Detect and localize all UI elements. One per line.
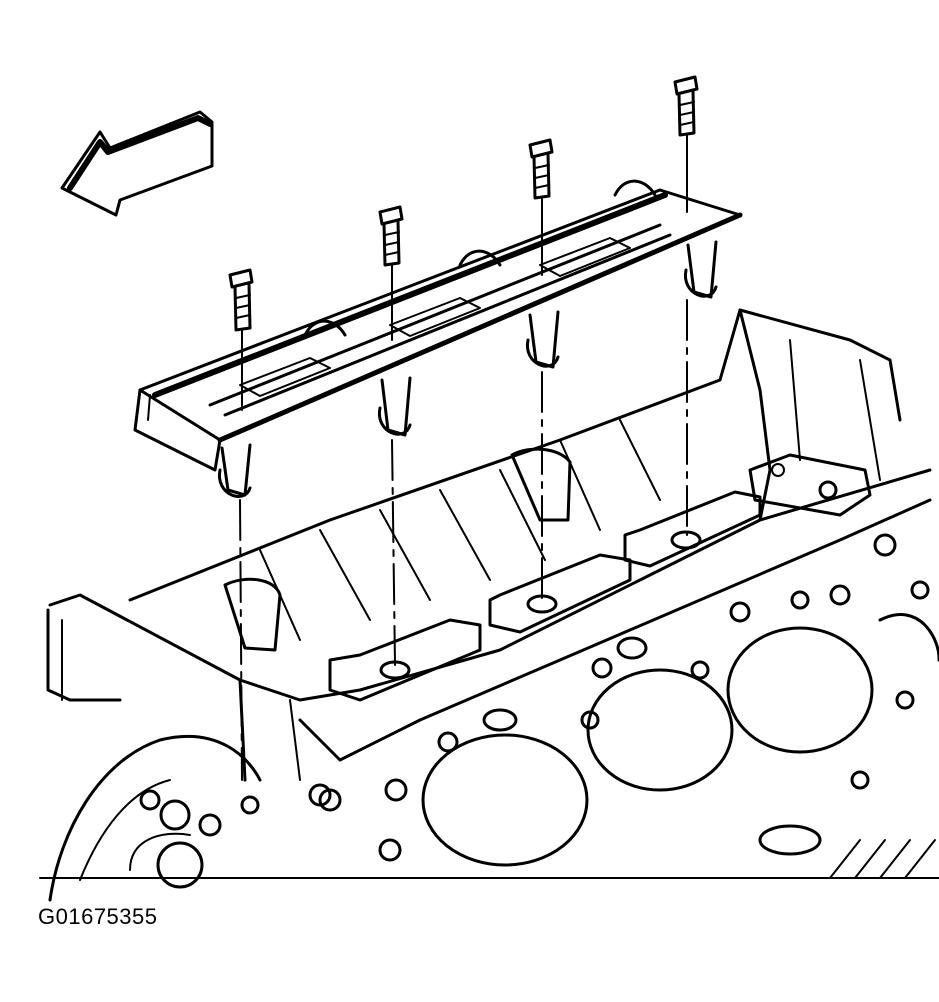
bolt-4 — [673, 75, 699, 536]
lifter-guide-retainer — [133, 179, 743, 498]
engine-block — [39, 308, 939, 902]
bolt-2 — [378, 205, 404, 666]
figure-id-label: G01675355 — [38, 904, 158, 929]
bolt-1 — [228, 268, 254, 781]
bolt-3 — [528, 138, 554, 601]
direction-arrow-icon — [60, 110, 214, 217]
